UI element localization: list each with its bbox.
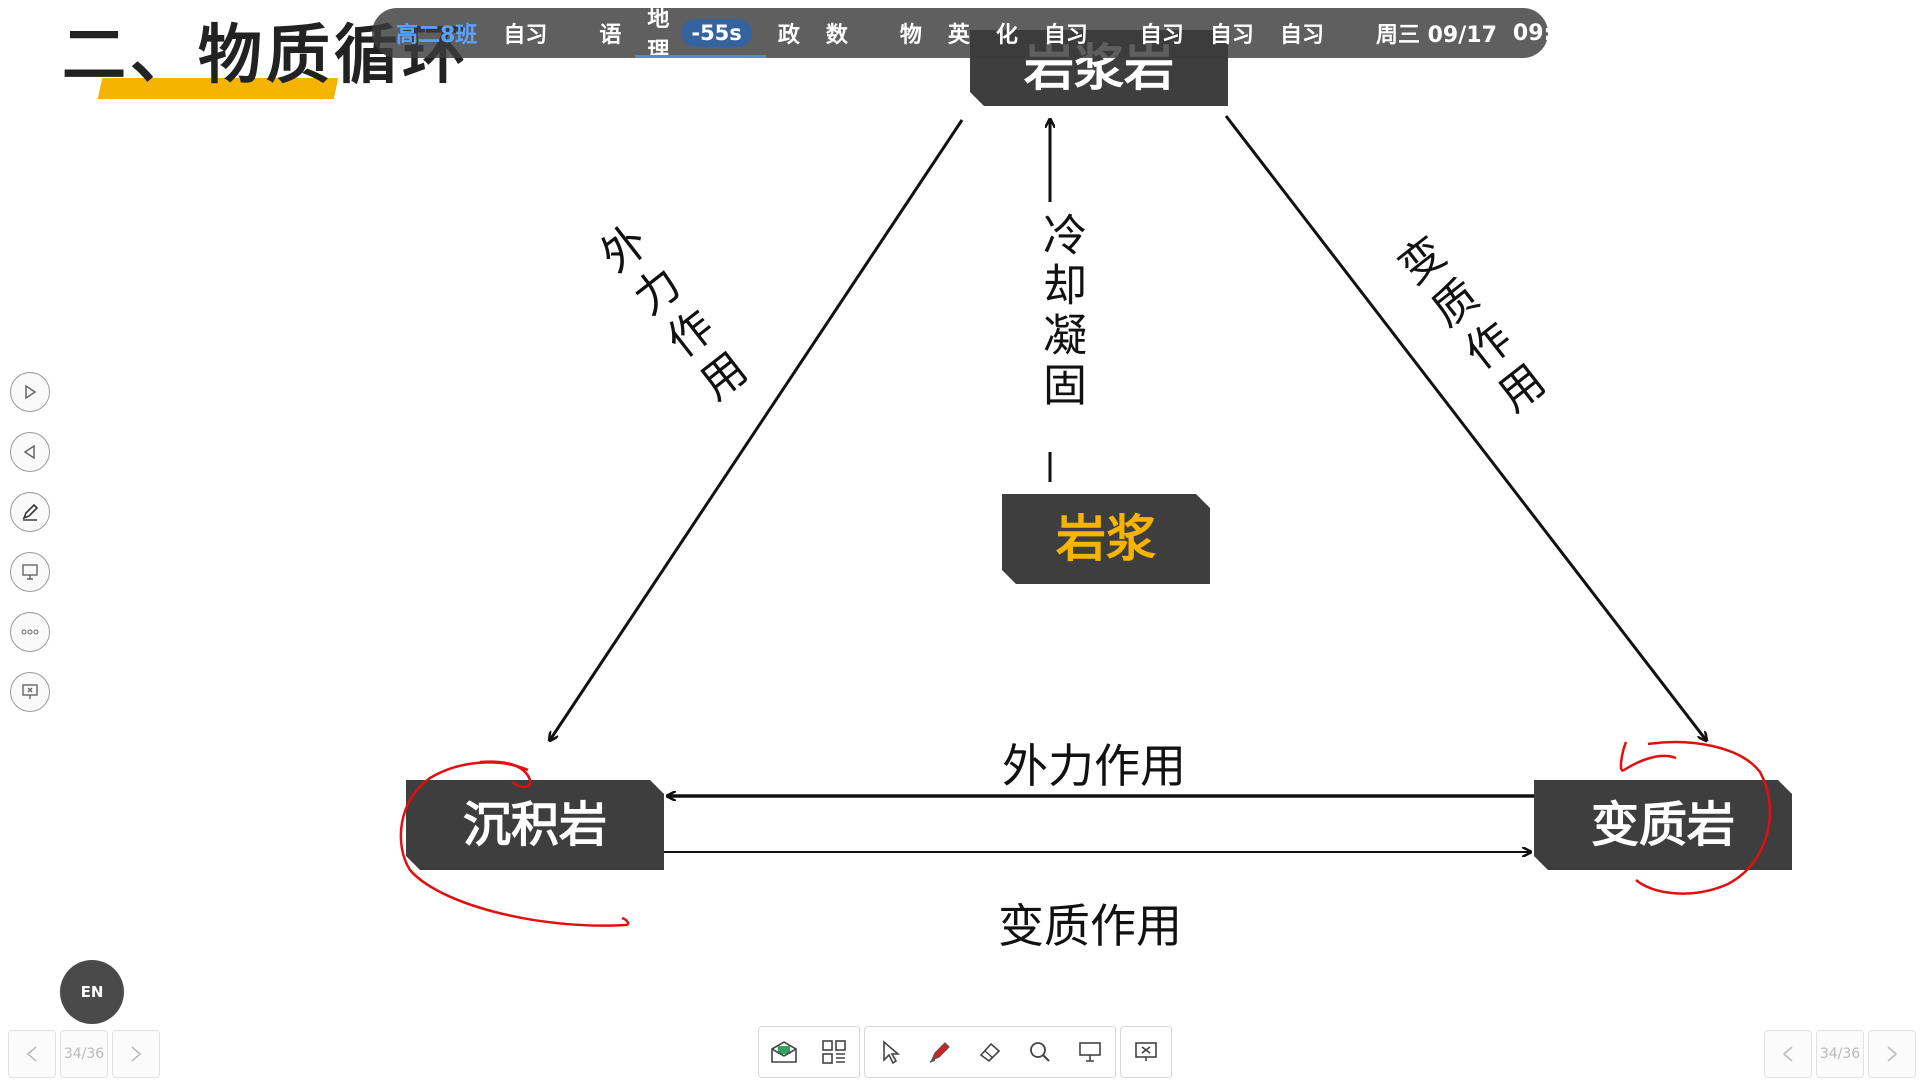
eraser-icon [979,1042,1001,1063]
annotation-circle-metamorphic [1635,740,1772,895]
pen-tool-button[interactable] [10,492,50,532]
current-period: 地理 -55s [635,7,767,64]
screen-icon [1079,1042,1101,1062]
schedule-item: 自习 [1043,23,1088,48]
schedule-item: 物 [899,23,922,48]
pointer-icon [883,1040,901,1065]
more-button[interactable] [10,612,50,652]
page-indicator-text: 34/36 [63,1046,105,1062]
label-metamorphism-bottom: 变质作用 [998,899,1182,953]
toolbar-group-exit [1120,1026,1172,1078]
search-button[interactable] [1015,1027,1065,1077]
schedule-item: 自习 [1139,23,1184,48]
prev-page-button-left[interactable] [8,1030,56,1078]
qr-grid-icon [822,1040,846,1064]
page-indicator-text: 34/36 [1819,1046,1861,1062]
whiteboard-button[interactable] [10,552,50,592]
countdown-badge: -55s [681,19,752,47]
message-icon [771,1041,797,1063]
annotation-circle-sedimentary [399,761,630,927]
play-prev-icon [23,444,35,460]
marker-icon [929,1042,950,1063]
bottom-toolbar [758,1026,1172,1078]
page-indicator-left[interactable]: 34/36 [60,1030,108,1078]
end-show-button[interactable] [10,672,50,712]
node-magma: 岩浆 [1002,494,1210,584]
schedule-item: 数 [825,23,848,48]
schedule-item: 自习 [1209,23,1254,48]
label-cooling: 冷却凝固 [1035,212,1086,412]
eraser-button[interactable] [965,1027,1015,1077]
board-icon [22,564,38,580]
play-next-icon [25,384,37,400]
label-weathering-bottom: 外力作用 [1002,739,1186,793]
current-subject: 地理 [647,7,670,64]
toolbar-group-share [758,1026,860,1078]
chevron-right-icon [1887,1046,1898,1062]
class-name: 高二8班 [396,23,478,48]
schedule-item: 政 [777,23,800,48]
next-page-button-left[interactable] [112,1030,160,1078]
message-button[interactable] [759,1027,809,1077]
qr-grid-button[interactable] [809,1027,859,1077]
page-indicator-right[interactable]: 34/36 [1816,1030,1864,1078]
marker-button[interactable] [915,1027,965,1077]
prev-page-button-right[interactable] [1764,1030,1812,1078]
arrow-top-to-metamorphic [1224,115,1706,740]
language-label: EN [80,983,104,1001]
pen-icon [22,503,39,521]
schedule-item: 语 [599,23,622,48]
toolbar-group-tools [864,1026,1116,1078]
annotation-hook-sedimentary [479,760,532,789]
node-sedimentary-rock: 沉积岩 [406,780,664,870]
close-screen-icon [1135,1042,1157,1061]
search-icon [1030,1042,1050,1062]
language-switch-button[interactable]: EN [60,960,124,1024]
chevron-left-icon [1782,1046,1793,1062]
more-icon [21,629,39,635]
next-page-button-right[interactable] [1868,1030,1916,1078]
arrow-top-to-sedimentary [550,119,964,740]
schedule-date: 周三 09/17 [1375,23,1497,48]
schedule-bar[interactable]: 高二8班 自习 语 地理 -55s 政 数 物 英 化 自习 自习 自习 自习 … [372,7,1622,64]
schedule-item: 化 [995,23,1018,48]
chevron-left-icon [26,1046,37,1062]
schedule-item: 自习 [1279,23,1324,48]
schedule-item: 英 [947,23,970,48]
annotation-hook-metamorphic [1619,741,1677,772]
close-screen-button[interactable] [1121,1027,1171,1077]
node-metamorphic-rock: 变质岩 [1534,780,1792,870]
end-show-icon [22,684,38,699]
screen-button[interactable] [1065,1027,1115,1077]
schedule-item: 自习 [503,23,548,48]
prev-step-button[interactable] [10,432,50,472]
chevron-right-icon [131,1046,142,1062]
pointer-button[interactable] [865,1027,915,1077]
schedule-time: 09:29:05 [1512,20,1623,46]
next-step-button[interactable] [10,372,50,412]
